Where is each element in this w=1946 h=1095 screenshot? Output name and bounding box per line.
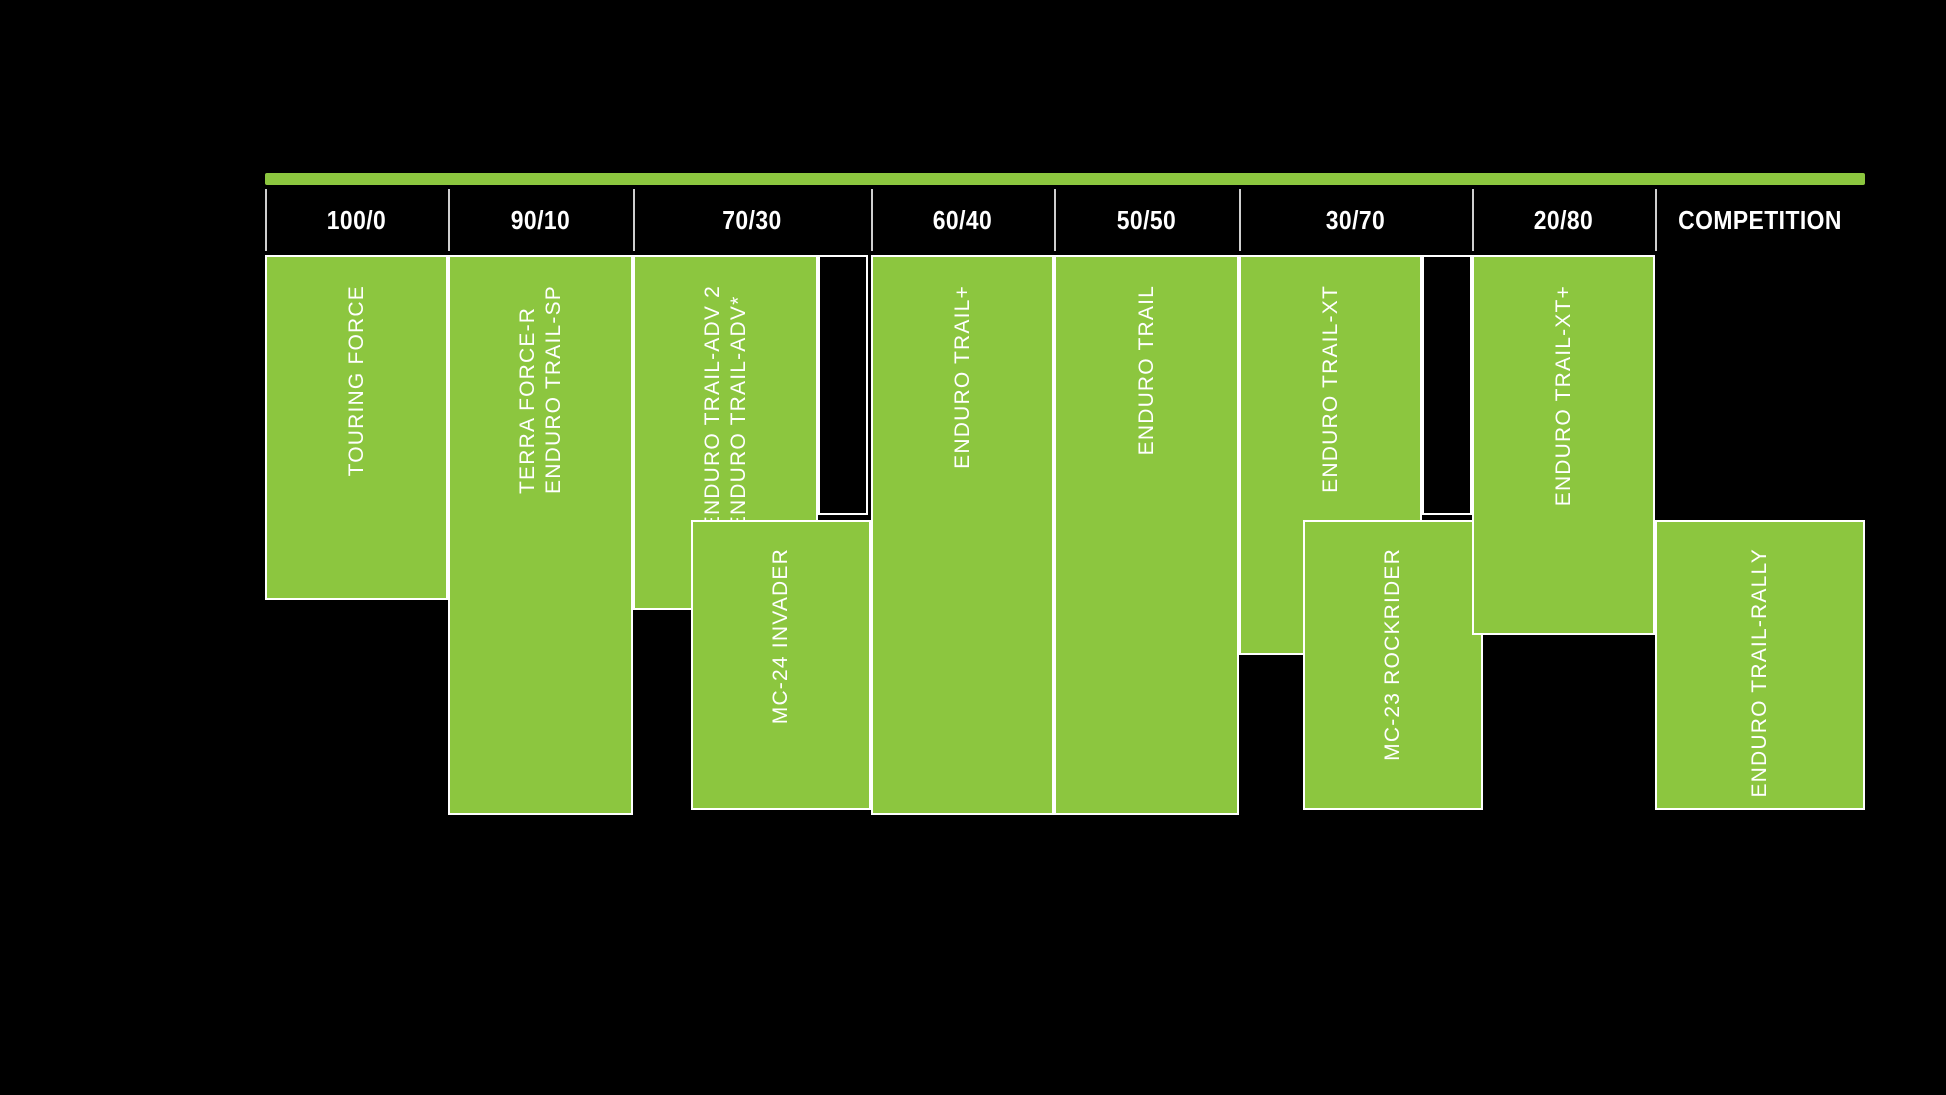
bar-enduro-trail-rally[interactable]: ENDURO TRAIL-RALLY	[1655, 520, 1865, 810]
column-header-70-30[interactable]: 70/30	[722, 204, 782, 235]
bar-touring-force[interactable]: TOURING FORCE	[265, 255, 448, 600]
column-header-60-40[interactable]: 60/40	[932, 204, 993, 235]
header-divider	[1239, 189, 1241, 251]
column-header-competition[interactable]: COMPETITION	[1678, 204, 1842, 235]
bar-label-enduro-trail: ENDURO TRAIL	[1134, 285, 1158, 456]
bar-enduro-trail[interactable]: ENDURO TRAIL	[1054, 255, 1239, 815]
bar-label-mc-24-invader: MC-24 INVADER	[768, 548, 792, 725]
header-divider	[448, 189, 450, 251]
header-divider	[1054, 189, 1056, 251]
column-header-row: 100/0 90/10 70/30 60/40 50/50 30/70 20/8…	[265, 185, 1865, 255]
column-header-50-50[interactable]: 50/50	[1116, 204, 1177, 235]
bar-label-enduro-trail-rally: ENDURO TRAIL-RALLY	[1747, 548, 1771, 798]
column-header-30-70[interactable]: 30/70	[1325, 204, 1386, 235]
accent-rule	[265, 173, 1865, 185]
bar-mc-23-rockrider[interactable]: MC-23 ROCKRIDER	[1303, 520, 1483, 810]
bar-label-enduro-trail-plus: ENDURO TRAIL+	[950, 285, 974, 469]
bar-enduro-trail-plus[interactable]: ENDURO TRAIL+	[871, 255, 1054, 815]
bar-label-enduro-trail-xt-plus: ENDURO TRAIL-XT+	[1551, 285, 1575, 507]
bar-label-enduro-trail-xt: ENDURO TRAIL-XT	[1318, 285, 1342, 493]
column-header-90-10[interactable]: 90/10	[510, 204, 571, 235]
bar-label-touring-force: TOURING FORCE	[344, 285, 368, 477]
header-divider	[871, 189, 873, 251]
bar-enduro-trail-xt-plus[interactable]: ENDURO TRAIL-XT+	[1472, 255, 1655, 635]
bar-label-mc-23-rockrider: MC-23 ROCKRIDER	[1380, 548, 1404, 761]
header-divider	[265, 189, 267, 251]
header-divider	[633, 189, 635, 251]
column-header-100-0[interactable]: 100/0	[326, 204, 387, 235]
bar-notch-30-70	[1422, 255, 1472, 515]
bar-mc-24-invader[interactable]: MC-24 INVADER	[691, 520, 871, 810]
header-divider	[1472, 189, 1474, 251]
column-header-20-80[interactable]: 20/80	[1533, 204, 1594, 235]
bar-notch-70-30	[818, 255, 868, 515]
header-divider	[1655, 189, 1657, 251]
